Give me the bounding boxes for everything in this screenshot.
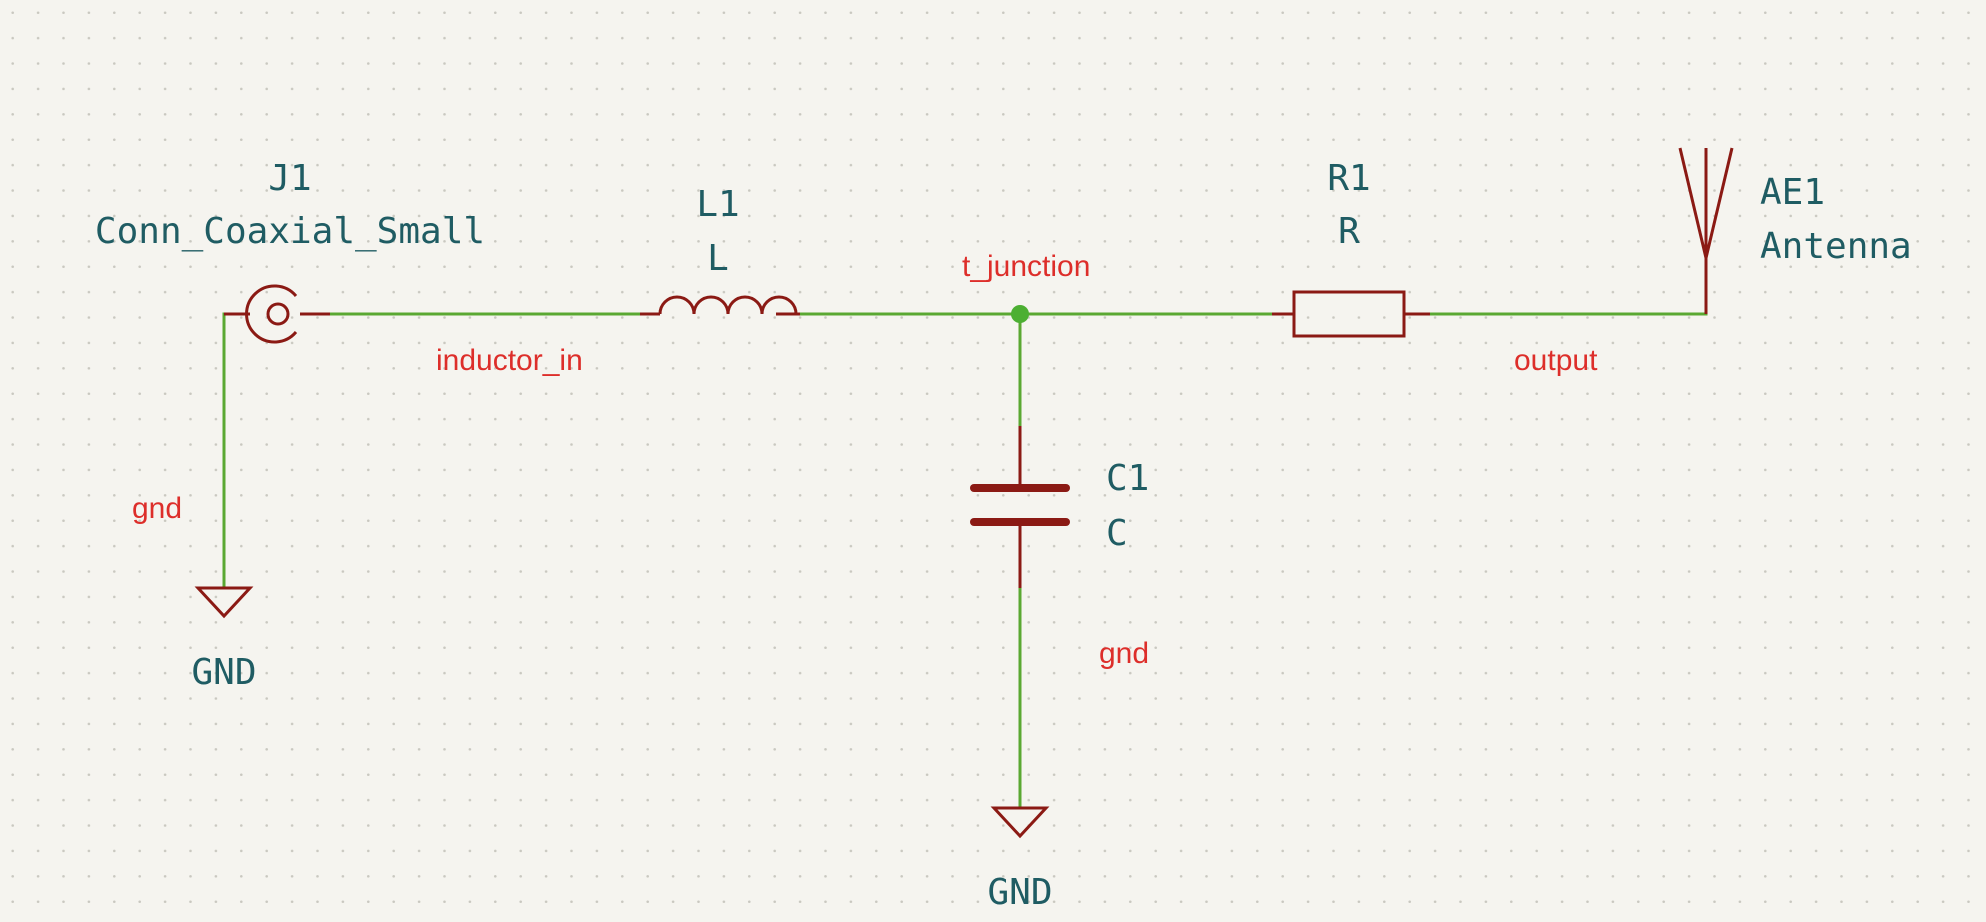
gnd-mid-label: GND [987,872,1052,913]
ground-icon[interactable] [194,586,254,619]
inductor-icon[interactable] [640,295,800,316]
resistor-icon[interactable] [1272,290,1430,338]
c1-reference: C1 [1106,458,1149,499]
junction-dot[interactable] [1011,305,1029,323]
capacitor-icon[interactable] [970,426,1070,588]
r1-reference: R1 [1327,158,1370,199]
j1-value: Conn_Coaxial_Small [95,211,485,252]
gnd-left-label: GND [191,652,256,693]
j1-reference: J1 [268,158,311,199]
l1-value: L [707,238,729,279]
net-label-gnd-mid[interactable]: gnd [1099,637,1149,670]
ae1-reference: AE1 [1760,172,1825,213]
r1-value: R [1338,211,1360,252]
net-label-output[interactable]: output [1514,344,1598,377]
coax-connector-icon[interactable] [224,284,330,344]
net-label-t-junction[interactable]: t_junction [962,250,1090,283]
wires [222,312,1708,810]
l1-reference: L1 [696,184,739,225]
ground-icon[interactable] [990,806,1050,839]
ae1-value: Antenna [1760,226,1912,267]
net-label-inductor-in[interactable]: inductor_in [436,344,583,377]
c1-value: C [1106,513,1128,554]
antenna-icon[interactable] [1678,147,1734,314]
net-label-gnd-left[interactable]: gnd [132,492,182,525]
